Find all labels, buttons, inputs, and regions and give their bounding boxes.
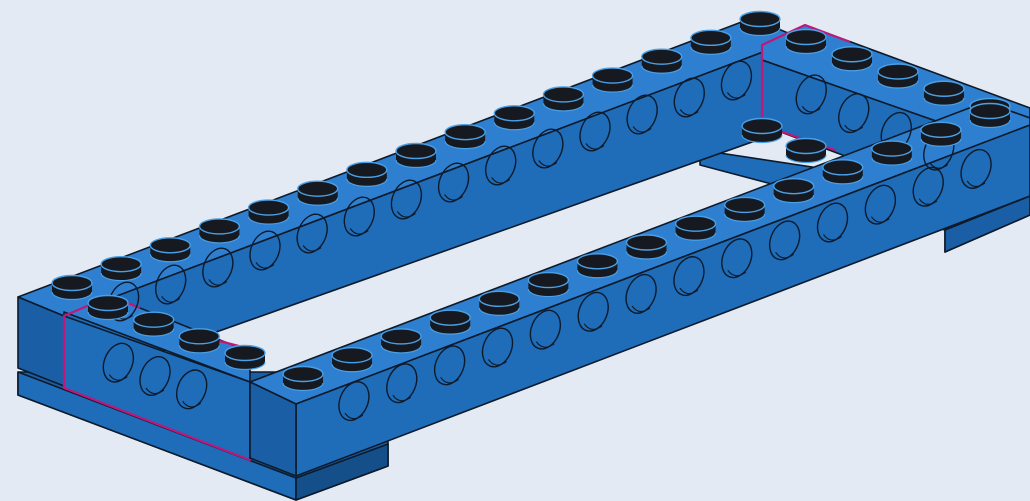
front-beam-stud bbox=[920, 121, 962, 147]
front-beam-hole bbox=[625, 273, 657, 314]
right-beam-stud bbox=[831, 46, 873, 72]
back-beam-hole bbox=[155, 264, 187, 305]
back-beam-hole bbox=[202, 247, 234, 288]
front-beam-stud bbox=[674, 215, 717, 241]
right-beam-hole bbox=[838, 93, 870, 134]
back-beam-stud bbox=[591, 67, 634, 93]
front-beam-stud bbox=[723, 196, 766, 222]
front-beam-stud bbox=[773, 177, 815, 204]
back-beam-hole bbox=[296, 213, 328, 254]
back-beam-stud bbox=[346, 161, 388, 187]
front-beam-hole bbox=[386, 363, 418, 404]
back-beam-stud bbox=[149, 237, 191, 263]
lower-layer-stud bbox=[741, 117, 783, 144]
beam-studs bbox=[51, 10, 1011, 392]
back-beam-hole bbox=[532, 128, 564, 169]
front-beam-hole bbox=[433, 345, 466, 386]
left-beam-hole bbox=[175, 369, 208, 410]
left-beam-hole bbox=[102, 342, 135, 383]
back-beam-hole bbox=[626, 94, 658, 135]
right-beam-hole bbox=[795, 74, 827, 115]
back-beam-hole bbox=[485, 145, 517, 186]
back-beam-hole bbox=[343, 196, 375, 237]
front-beam-stud bbox=[478, 290, 520, 316]
back-beam-stud bbox=[297, 180, 339, 206]
right-beam-highlight-edge bbox=[760, 23, 851, 125]
front-beam-stud bbox=[429, 309, 471, 335]
front-beam-stud bbox=[576, 253, 619, 279]
front-beam-hole bbox=[338, 381, 370, 422]
right-beam-stud bbox=[877, 63, 919, 89]
left-lower-plate-end bbox=[295, 443, 389, 501]
front-beam-hole bbox=[960, 148, 992, 189]
right-beam-stud bbox=[785, 28, 827, 55]
lower-layer-stud bbox=[785, 137, 827, 164]
front-beam-stud bbox=[625, 234, 668, 260]
back-beam-stud bbox=[100, 255, 142, 282]
front-beam-stud bbox=[331, 347, 373, 373]
back-beam-hole bbox=[249, 230, 281, 271]
back-beam-stud bbox=[444, 123, 486, 150]
front-beam-hole bbox=[816, 202, 849, 243]
back-beam-stud bbox=[542, 86, 585, 112]
back-beam-stud bbox=[739, 10, 781, 37]
front-beam-hole bbox=[673, 256, 705, 297]
left-beam-stud bbox=[132, 311, 175, 337]
front-beam-hole bbox=[529, 309, 562, 350]
back-beam-hole bbox=[579, 111, 611, 152]
back-beam-hole bbox=[673, 77, 705, 118]
front-beam-left-end bbox=[249, 381, 297, 477]
front-beam-hole bbox=[864, 184, 897, 225]
back-beam-stud bbox=[247, 199, 290, 225]
left-beam-highlight-bottom bbox=[62, 386, 252, 462]
left-beam-hole bbox=[139, 356, 171, 396]
left-beam-stud bbox=[224, 344, 266, 371]
left-beam-stud bbox=[87, 294, 129, 321]
front-beam-stud bbox=[969, 102, 1011, 129]
front-beam-hole bbox=[481, 327, 514, 368]
back-beam-hole bbox=[437, 162, 470, 203]
back-beam-stud bbox=[395, 142, 437, 169]
front-beam-stud bbox=[527, 271, 570, 298]
back-beam-hole bbox=[390, 179, 423, 220]
back-beam-hole bbox=[720, 60, 753, 101]
front-beam-stud bbox=[282, 365, 324, 392]
front-beam-hole bbox=[768, 220, 801, 261]
back-beam-stud bbox=[198, 218, 241, 244]
front-beam-hole bbox=[577, 291, 609, 332]
right-beam-stud bbox=[923, 80, 965, 106]
front-beam-stud bbox=[822, 159, 864, 185]
back-beam-stud bbox=[493, 105, 535, 131]
front-beam-hole bbox=[912, 166, 944, 207]
front-beam-stud bbox=[380, 328, 422, 354]
back-beam-stud bbox=[51, 274, 93, 301]
left-beam-stud bbox=[178, 328, 221, 354]
back-beam-stud bbox=[690, 29, 732, 55]
front-beam-stud bbox=[871, 140, 913, 166]
back-beam-stud bbox=[641, 48, 683, 74]
front-beam-hole bbox=[721, 238, 753, 279]
